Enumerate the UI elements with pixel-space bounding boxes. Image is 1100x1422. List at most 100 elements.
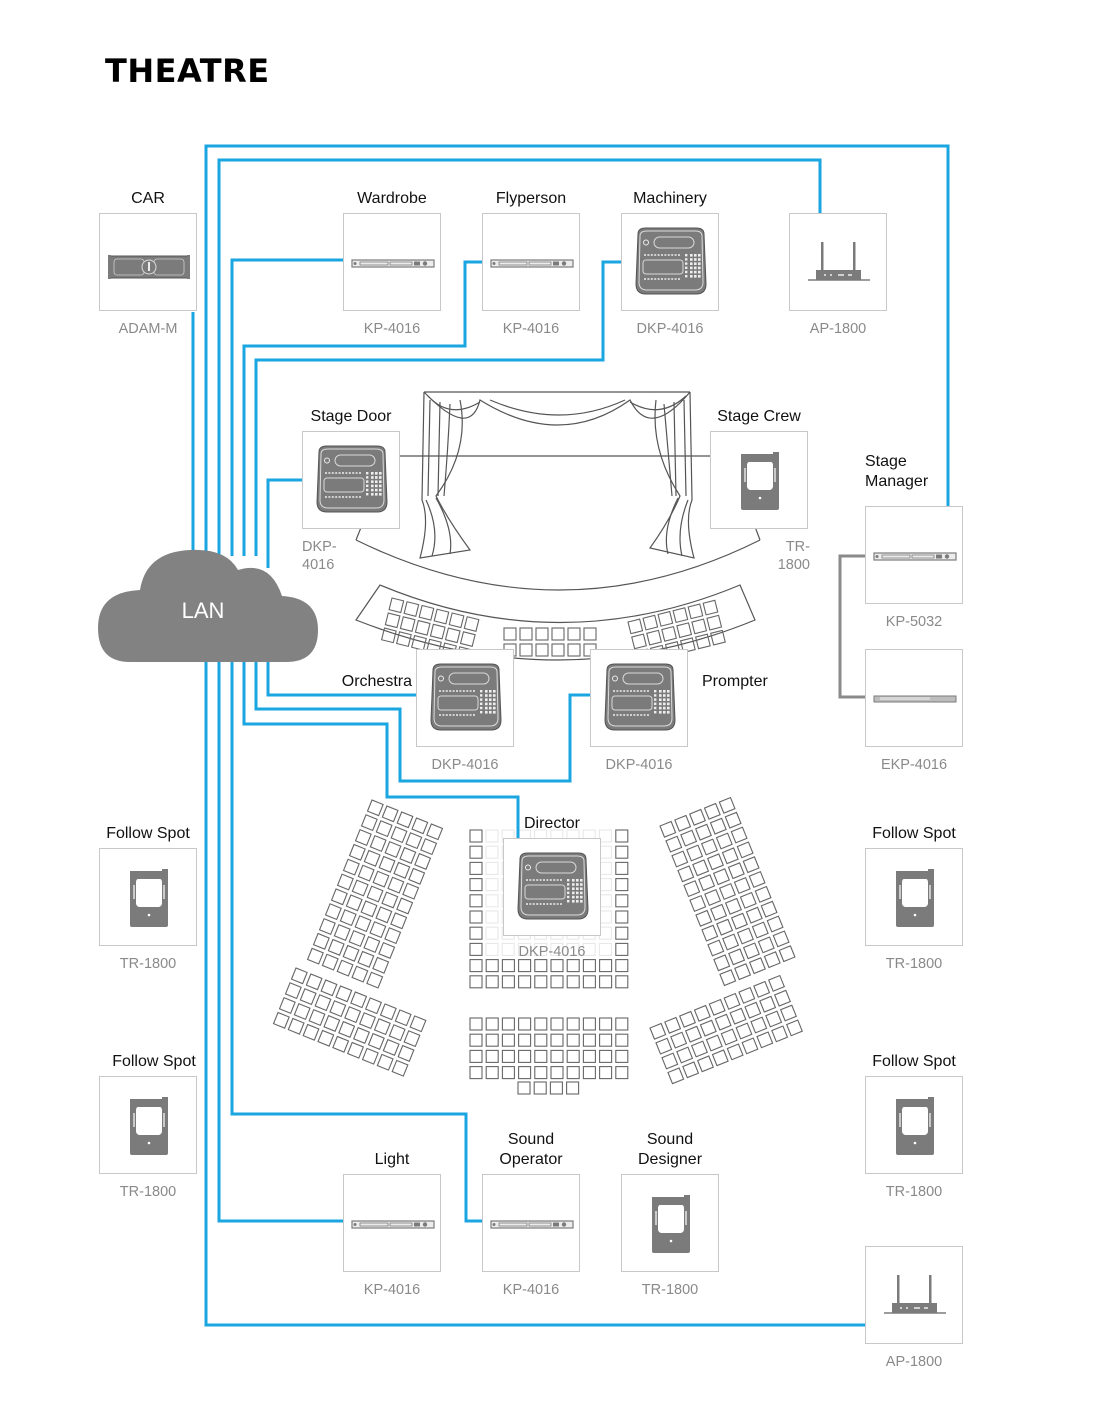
seat xyxy=(469,845,483,859)
seat xyxy=(566,942,580,956)
seat xyxy=(351,965,369,983)
seat xyxy=(683,880,701,898)
device-wardrobe[interactable] xyxy=(343,213,441,311)
seat xyxy=(469,1049,483,1063)
seat xyxy=(409,1015,427,1033)
cable-ap-bottom xyxy=(204,662,866,1327)
seat xyxy=(408,867,426,885)
seat xyxy=(674,814,692,832)
seat xyxy=(391,1059,409,1077)
device-follow-spot-r2[interactable] xyxy=(865,1076,963,1174)
seat xyxy=(329,1000,347,1018)
seat xyxy=(384,840,402,858)
seat xyxy=(765,1010,783,1028)
device-follow-spot-r1[interactable] xyxy=(865,848,963,946)
role-line: Operator xyxy=(499,1151,563,1168)
device-model-label: DKP-4016 xyxy=(518,944,586,960)
seat xyxy=(534,959,548,973)
seat xyxy=(682,1061,700,1079)
seat xyxy=(388,597,405,614)
device-sound-operator[interactable] xyxy=(482,1174,580,1272)
seat xyxy=(330,888,348,906)
cable-stage-door xyxy=(266,478,303,568)
seat xyxy=(485,829,499,843)
seat xyxy=(598,910,612,924)
device-director[interactable] xyxy=(503,838,601,936)
cable-orchestra xyxy=(266,662,416,697)
rack-keypanel-icon xyxy=(351,1220,435,1229)
seat xyxy=(469,1033,483,1047)
seat xyxy=(332,1035,350,1053)
device-follow-spot-l1[interactable] xyxy=(99,848,197,946)
seat xyxy=(599,1066,613,1080)
seat xyxy=(779,1004,798,1022)
device-stage-door[interactable] xyxy=(302,431,400,529)
seat xyxy=(661,1052,679,1070)
device-role-label: Stage Door xyxy=(310,408,392,425)
seat xyxy=(518,1066,532,1080)
seat xyxy=(290,967,308,985)
seat xyxy=(414,619,431,636)
device-light[interactable] xyxy=(343,1174,441,1272)
seat xyxy=(550,959,564,973)
seat xyxy=(485,878,499,892)
seat xyxy=(766,915,784,933)
seat xyxy=(535,643,549,657)
seat xyxy=(342,944,360,962)
seat xyxy=(692,859,710,877)
seat xyxy=(327,938,345,956)
device-model-label: DKP-4016 xyxy=(431,757,499,773)
lan-cloud[interactable] xyxy=(98,549,318,662)
device-flyperson[interactable] xyxy=(482,213,580,311)
device-prompter[interactable] xyxy=(590,649,688,747)
device-machinery[interactable] xyxy=(621,213,719,311)
role-line: Designer xyxy=(637,1151,703,1168)
beltpack-icon xyxy=(130,869,168,927)
device-orchestra[interactable] xyxy=(416,649,514,747)
device-stage-manager[interactable] xyxy=(865,506,963,604)
seat xyxy=(469,829,483,843)
seat xyxy=(469,975,483,989)
desktop-keypanel-icon xyxy=(316,445,388,513)
seat xyxy=(344,1006,362,1024)
seat xyxy=(736,927,754,945)
seat xyxy=(693,1004,711,1022)
seat xyxy=(369,834,387,853)
seat xyxy=(501,1049,515,1063)
device-sound-designer[interactable] xyxy=(621,1174,719,1272)
seat xyxy=(278,996,296,1015)
device-model-label: KP-4016 xyxy=(363,321,421,337)
model-line: DKP- xyxy=(302,539,337,555)
device-ap-top[interactable] xyxy=(789,213,887,311)
device-car[interactable] xyxy=(99,213,197,311)
seat xyxy=(306,947,324,965)
seat xyxy=(742,856,760,874)
seat xyxy=(375,820,393,838)
seat xyxy=(361,1047,379,1065)
seat xyxy=(615,1049,629,1063)
seat xyxy=(748,957,766,975)
device-ap-bottom[interactable] xyxy=(865,1246,963,1344)
seat xyxy=(730,912,748,930)
seat xyxy=(785,1019,803,1037)
seat xyxy=(372,956,390,974)
seat xyxy=(708,998,726,1016)
device-follow-spot-l2[interactable] xyxy=(99,1076,197,1174)
seat xyxy=(598,845,612,859)
seat xyxy=(722,933,740,951)
desktop-keypanel-icon xyxy=(517,852,589,920)
seat xyxy=(299,988,317,1006)
seat xyxy=(485,1066,499,1080)
seat xyxy=(550,1017,564,1031)
device-stage-manager-ext[interactable] xyxy=(865,649,963,747)
seat xyxy=(684,1025,703,1043)
seat xyxy=(615,829,629,843)
seat xyxy=(677,865,695,883)
seat xyxy=(501,1017,515,1031)
seat xyxy=(318,917,336,936)
seat xyxy=(308,1008,326,1026)
seat xyxy=(357,864,375,882)
device-stage-crew[interactable] xyxy=(710,431,808,529)
seat xyxy=(364,997,383,1015)
